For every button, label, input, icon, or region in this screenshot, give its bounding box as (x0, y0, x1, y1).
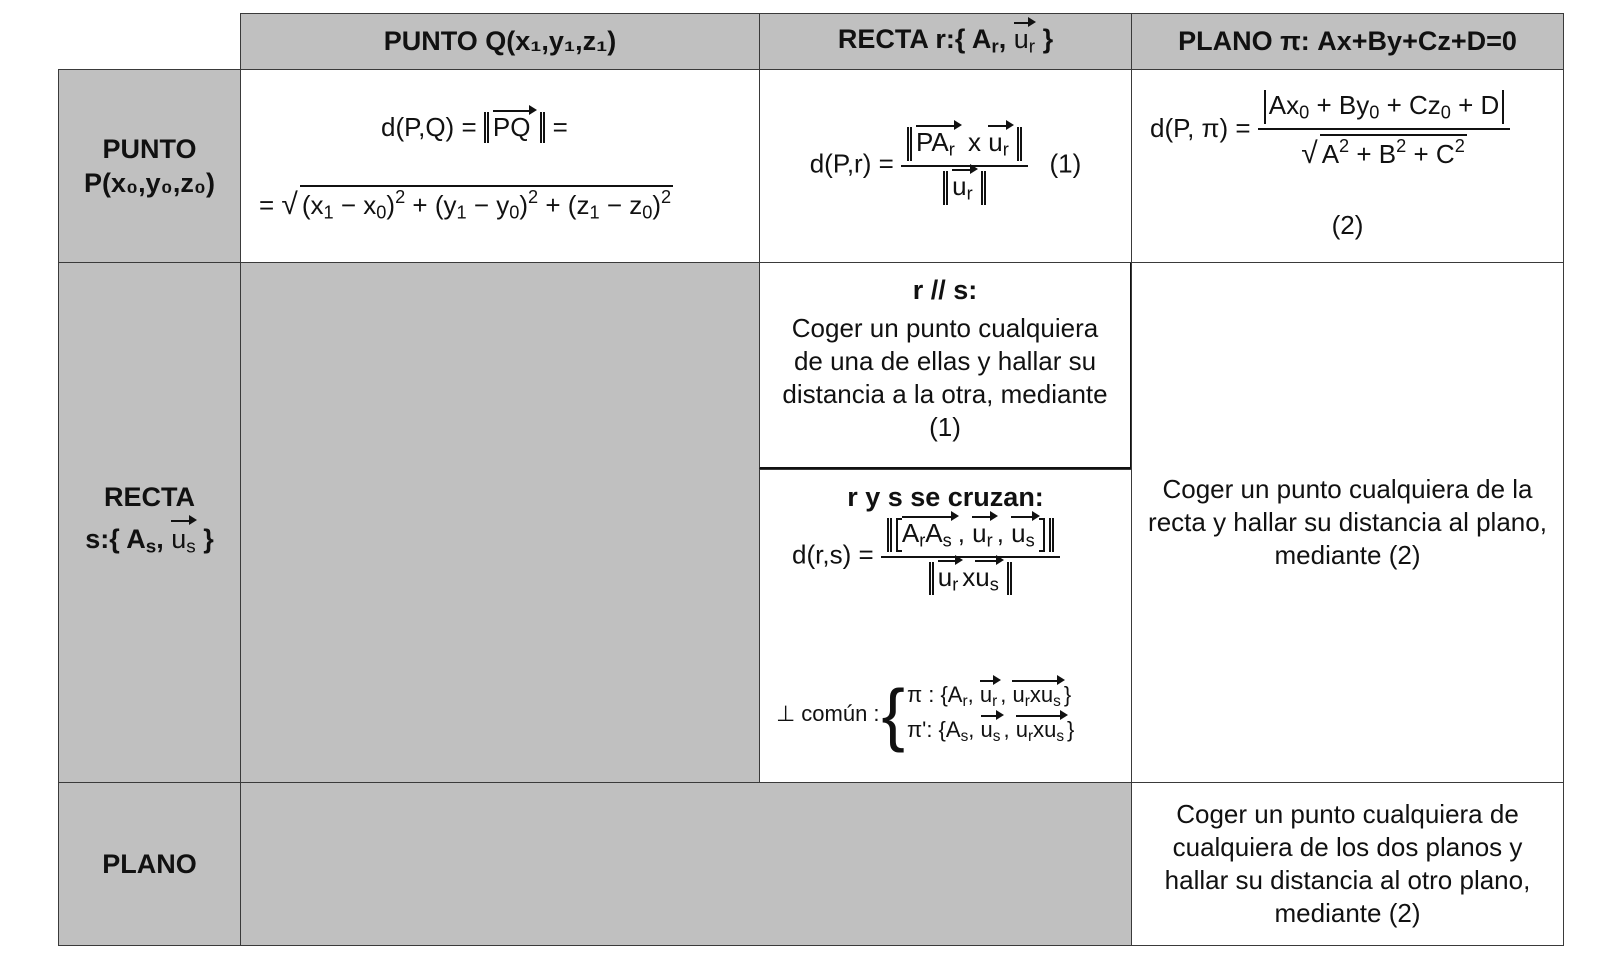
header-plano-pi: PLANO π: Ax+By+Cz+D=0 (1131, 13, 1564, 70)
row-recta-line1: RECTA (104, 482, 195, 513)
row-header-plano: PLANO (58, 782, 241, 946)
cell-punto-punto: d(P,Q) = PQ = = √(x1 − x0)2 + (y1 − y0)2… (240, 69, 760, 263)
row-recta-line2: s:{ As, us } (85, 515, 214, 565)
header-punto-q-label: PUNTO Q(x₁,y₁,z₁) (383, 26, 617, 56)
recta-plano-text: Coger un punto cualquiera de la recta y … (1148, 474, 1547, 570)
row-punto-line1: PUNTO (102, 134, 197, 164)
corner-empty (0, 0, 1, 1)
header-plano-pi-label: PLANO π: Ax+By+Cz+D=0 (1178, 26, 1517, 56)
parallel-title: r // s: (912, 275, 978, 305)
vector-ur: ur (1013, 17, 1037, 58)
formula-dppi: d(P, π) = Ax0 + By0 + Cz0 + D √A2 + B2 +… (1150, 90, 1511, 170)
vector-us: us (171, 515, 198, 565)
row-header-punto: PUNTO P(x₀,y₀,z₀) (58, 69, 241, 263)
cell-plano-plano: Coger un punto cualquiera de cualquiera … (1131, 782, 1564, 946)
row-punto-line2: P(x₀,y₀,z₀) (83, 168, 216, 198)
parallel-body: Coger un punto cualquiera de una de ella… (782, 313, 1108, 442)
perp-comun: ⊥ común : { π : {Ar, ur, urxus} π': {As,… (776, 674, 1075, 753)
cell-recta-paralelas: r // s: Coger un punto cualquiera de una… (759, 262, 1132, 470)
plano-plano-text: Coger un punto cualquiera de cualquiera … (1164, 799, 1531, 928)
row-plano-label: PLANO (102, 849, 197, 879)
ref-1: (1) (1049, 148, 1082, 179)
header-punto-q: PUNTO Q(x₁,y₁,z₁) (240, 13, 760, 70)
perp-comun-label: ⊥ común : (776, 700, 880, 726)
cell-recta-plano: Coger un punto cualquiera de la recta y … (1131, 262, 1564, 783)
cell-recta-punto-empty (240, 262, 760, 783)
cell-punto-recta: d(P,r) = PAr x ur ur (1) (759, 69, 1132, 263)
formula-dpr: d(P,r) = PAr x ur ur (1) (809, 120, 1082, 205)
plane-pi-prime-def: π': {As, us, urxus} (906, 709, 1075, 745)
cross-title: r y s se cruzan: (847, 482, 1044, 512)
formula-dpq-line2: = √(x1 − x0)2 + (y1 − y0)2 + (z1 − z0)2 (259, 185, 674, 223)
plane-pi-def: π : {Ar, ur, urxus} (906, 675, 1072, 710)
row-header-recta: RECTA s:{ As, us } (58, 262, 241, 783)
ref-2: (2) (1331, 210, 1364, 240)
cell-plano-empty (240, 782, 1132, 946)
cell-recta-cruzan: r y s se cruzan: d(r,s) = ArAs, ur, us u… (759, 469, 1132, 783)
formula-dpq-line1: d(P,Q) = PQ = (381, 105, 568, 143)
header-recta-r: RECTA r:{ Ar, ur } (759, 13, 1132, 70)
cell-punto-plano: d(P, π) = Ax0 + By0 + Cz0 + D √A2 + B2 +… (1131, 69, 1564, 263)
header-recta-r-label: RECTA r:{ Ar, ur } (837, 17, 1054, 58)
